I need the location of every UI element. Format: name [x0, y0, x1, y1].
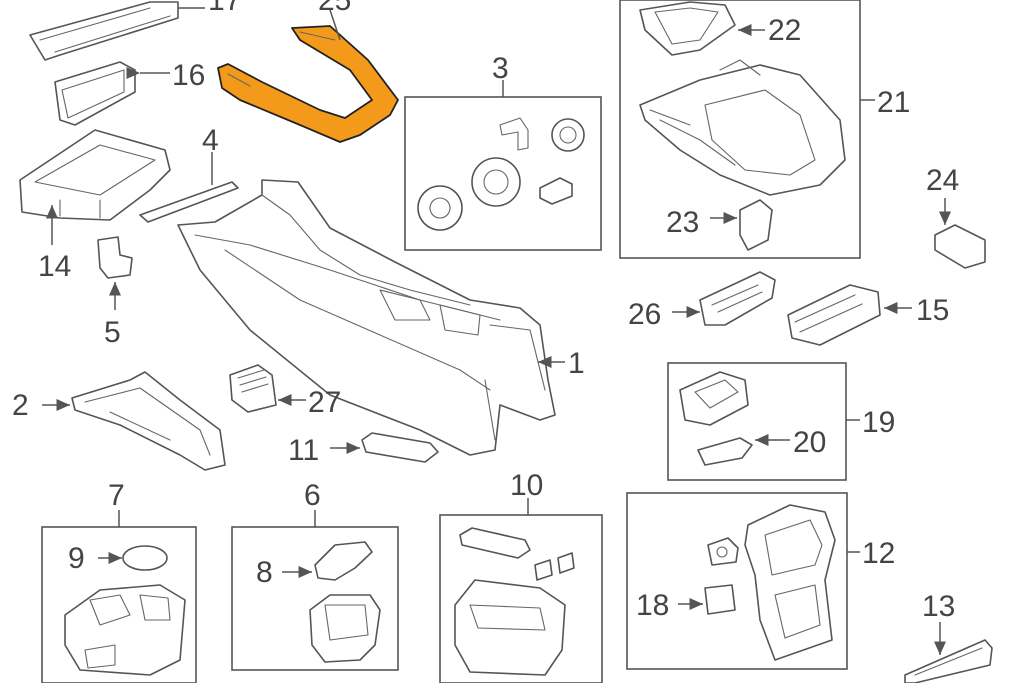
part-14[interactable]: [19, 129, 171, 245]
group-box-21: [619, 0, 875, 259]
callout-22: 22: [768, 14, 801, 47]
group-box-10: [439, 498, 603, 683]
callout-21: 21: [877, 86, 910, 119]
callout-17: 17: [208, 0, 241, 17]
callout-13: 13: [922, 590, 955, 623]
callout-23: 23: [666, 206, 699, 239]
callout-11: 11: [288, 434, 319, 467]
part-16[interactable]: [54, 61, 170, 126]
part-24[interactable]: [934, 198, 986, 269]
callout-4: 4: [202, 124, 219, 157]
part-27[interactable]: [229, 364, 306, 413]
part-17[interactable]: [29, 1, 205, 61]
callout-8: 8: [256, 556, 273, 589]
part-15[interactable]: [787, 284, 912, 346]
callout-27: 27: [308, 386, 341, 419]
part-5[interactable]: [97, 236, 133, 310]
callout-26: 26: [628, 298, 661, 331]
group-box-3: [404, 80, 602, 251]
callout-19: 19: [862, 406, 895, 439]
callout-18: 18: [636, 589, 669, 622]
part-1-console[interactable]: [177, 179, 565, 456]
callout-6: 6: [304, 479, 321, 512]
callout-5: 5: [104, 316, 121, 349]
part-26[interactable]: [672, 271, 776, 326]
group-box-19: [667, 362, 860, 481]
group-box-12: [626, 492, 860, 670]
part-25-highlighted[interactable]: [217, 9, 399, 143]
group-box-6: [231, 510, 399, 671]
callout-16: 16: [172, 59, 205, 92]
callout-12: 12: [862, 537, 895, 570]
callout-25: 25: [318, 0, 351, 17]
callout-2: 2: [12, 389, 29, 422]
part-2[interactable]: [42, 371, 226, 471]
callout-10: 10: [510, 469, 543, 502]
callout-20: 20: [793, 426, 826, 459]
part-11[interactable]: [330, 432, 439, 463]
callout-14: 14: [38, 250, 71, 283]
part-4[interactable]: [139, 152, 239, 223]
callout-24: 24: [926, 164, 959, 197]
callout-15: 15: [916, 294, 949, 327]
callout-1: 1: [568, 347, 585, 380]
part-13[interactable]: [904, 622, 993, 683]
callout-3: 3: [492, 52, 509, 85]
group-box-7: [41, 510, 197, 683]
callout-7: 7: [108, 479, 125, 512]
callout-9: 9: [68, 542, 85, 575]
